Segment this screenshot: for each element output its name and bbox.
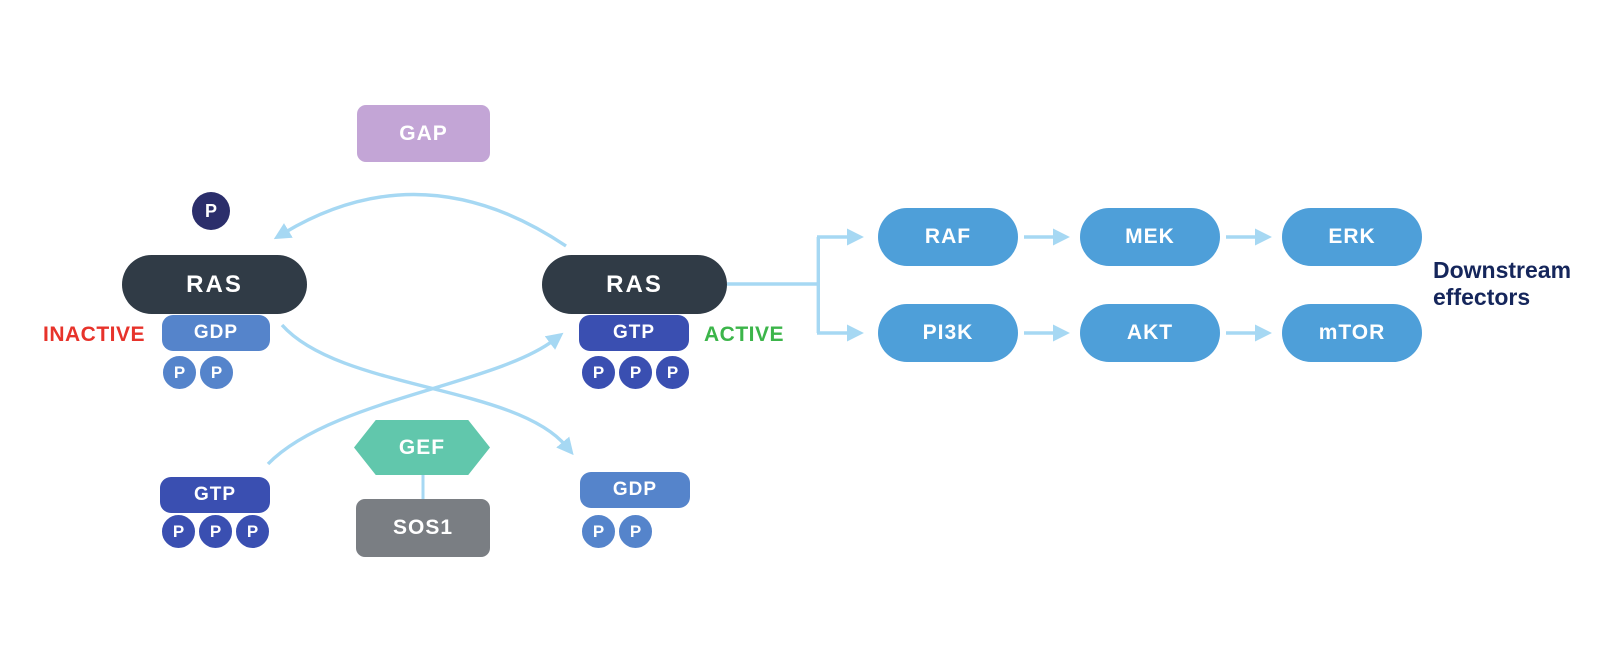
phosphate-circle: P	[580, 513, 617, 550]
ras-inactive-pill: RAS	[122, 255, 307, 314]
gap-hydrolysis-arrow	[273, 192, 567, 248]
gtp-label: GTP	[193, 484, 237, 505]
ras-label: RAS	[606, 270, 663, 298]
gef-hexagon: GEF	[354, 420, 490, 475]
gdp-bound-box: GDP	[162, 315, 270, 351]
phosphate-circle: P	[580, 354, 617, 391]
sos1-box: SOS1	[356, 499, 490, 557]
active-state-label: ACTIVE	[704, 323, 785, 346]
sos1-label: SOS1	[392, 516, 454, 539]
downstream-effectors-heading: Downstream effectors	[1433, 257, 1571, 311]
free-gdp-box: GDP	[580, 472, 690, 508]
effector-pill-erk: ERK	[1282, 208, 1422, 266]
phosphate-label: P	[629, 521, 642, 541]
effector-label: MEK	[1125, 225, 1175, 248]
free-phosphate-circle: P	[192, 192, 230, 230]
gap-box: GAP	[357, 105, 490, 162]
phosphate-label: P	[210, 362, 223, 382]
effector-pill-pi3k: PI3K	[878, 304, 1018, 362]
phosphate-label: P	[666, 362, 679, 382]
phosphate-label: P	[246, 521, 259, 541]
ras-active-pill: RAS	[542, 255, 727, 314]
heading-line-1: Downstream	[1433, 257, 1572, 283]
phosphate-circle: P	[617, 354, 654, 391]
effector-label: PI3K	[922, 321, 974, 344]
phosphate-label: P	[209, 521, 222, 541]
phosphate-circle: P	[197, 513, 234, 550]
phosphate-label: P	[172, 521, 185, 541]
effector-pill-mek: MEK	[1080, 208, 1220, 266]
phosphate-circle: P	[617, 513, 654, 550]
effector-label: mTOR	[1318, 321, 1386, 344]
phosphate-circle: P	[198, 354, 235, 391]
phosphate-circle: P	[160, 513, 197, 550]
gtp-bound-box: GTP	[579, 315, 689, 351]
gef-label: GEF	[398, 435, 446, 459]
inactive-state-label: INACTIVE	[42, 323, 145, 346]
free-gtp-box: GTP	[160, 477, 270, 513]
gap-label: GAP	[399, 121, 448, 145]
phosphate-label: P	[592, 521, 605, 541]
phosphate-circle: P	[161, 354, 198, 391]
phosphate-label: P	[204, 200, 217, 221]
effector-pill-raf: RAF	[878, 208, 1018, 266]
phosphate-circle: P	[654, 354, 691, 391]
heading-line-2: effectors	[1433, 284, 1531, 310]
phosphate-label: P	[173, 362, 186, 382]
ras-label: RAS	[186, 270, 243, 298]
phosphate-circle: P	[234, 513, 271, 550]
effector-pill-mtor: mTOR	[1282, 304, 1422, 362]
gdp-release-arrow	[280, 323, 574, 456]
effector-label: ERK	[1328, 225, 1376, 248]
phosphate-label: P	[592, 362, 605, 382]
phosphate-label: P	[629, 362, 642, 382]
effector-label: RAF	[924, 225, 972, 248]
gtp-label: GTP	[612, 322, 656, 343]
effector-pill-akt: AKT	[1080, 304, 1220, 362]
gtp-loading-arrow	[266, 332, 564, 466]
gdp-label: GDP	[193, 322, 239, 343]
effector-label: AKT	[1126, 321, 1174, 344]
gdp-label: GDP	[612, 479, 658, 500]
